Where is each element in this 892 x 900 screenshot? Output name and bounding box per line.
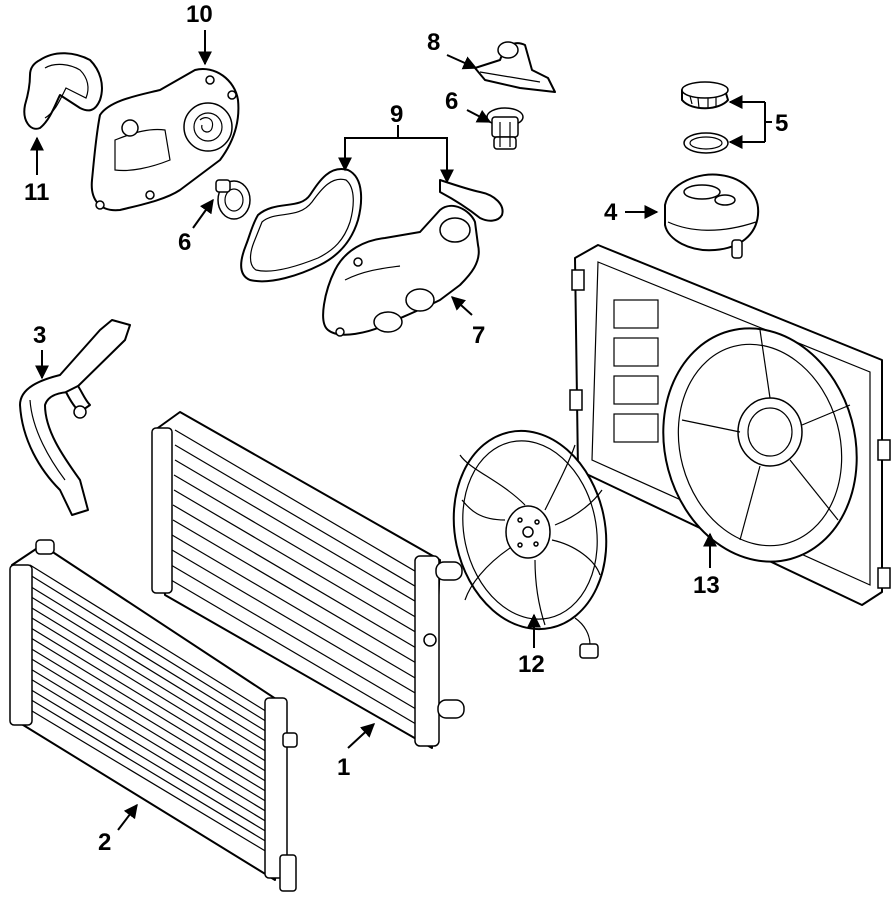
callout-8: 8: [427, 29, 440, 56]
water-pump-gasket-drawing: [23, 52, 103, 130]
tank-cap-seal-drawing: [683, 132, 729, 154]
callout-4: 4: [604, 199, 618, 226]
leader-lines: [30, 30, 772, 831]
expansion-tank-drawing: [664, 173, 760, 259]
callout-10: 10: [186, 1, 213, 28]
housing-gasket-large-drawing: [240, 168, 363, 283]
sensor-bracket-drawing: [474, 41, 556, 93]
thermostat-lower-drawing: [215, 179, 251, 220]
water-pump-drawing: [90, 68, 240, 212]
callout-2: 2: [98, 829, 111, 856]
fan-assembly-drawing: [452, 429, 608, 659]
callout-12: 12: [518, 651, 545, 678]
callout-labels: 1 2 3 4 5 6 6 7 8 9 10 11 12 13: [24, 1, 788, 856]
radiator-drawing: [151, 411, 465, 749]
callout-13: 13: [693, 572, 720, 599]
callout-6-lower: 6: [178, 229, 191, 256]
housing-gasket-small-drawing: [439, 179, 504, 222]
thermostat-drawing: [486, 107, 524, 150]
callout-6-upper: 6: [445, 88, 458, 115]
callout-7: 7: [472, 322, 485, 349]
callout-3: 3: [33, 322, 46, 349]
radiator-hose-drawing: [19, 319, 131, 516]
condenser-drawing: [9, 539, 298, 892]
tank-cap-drawing: [681, 81, 729, 110]
callout-11: 11: [24, 179, 49, 206]
callout-1: 1: [337, 754, 350, 781]
thermostat-housing-drawing: [322, 204, 480, 337]
callout-5: 5: [775, 110, 788, 137]
fan-shroud-drawing: [569, 244, 891, 606]
callout-9: 9: [390, 101, 403, 128]
